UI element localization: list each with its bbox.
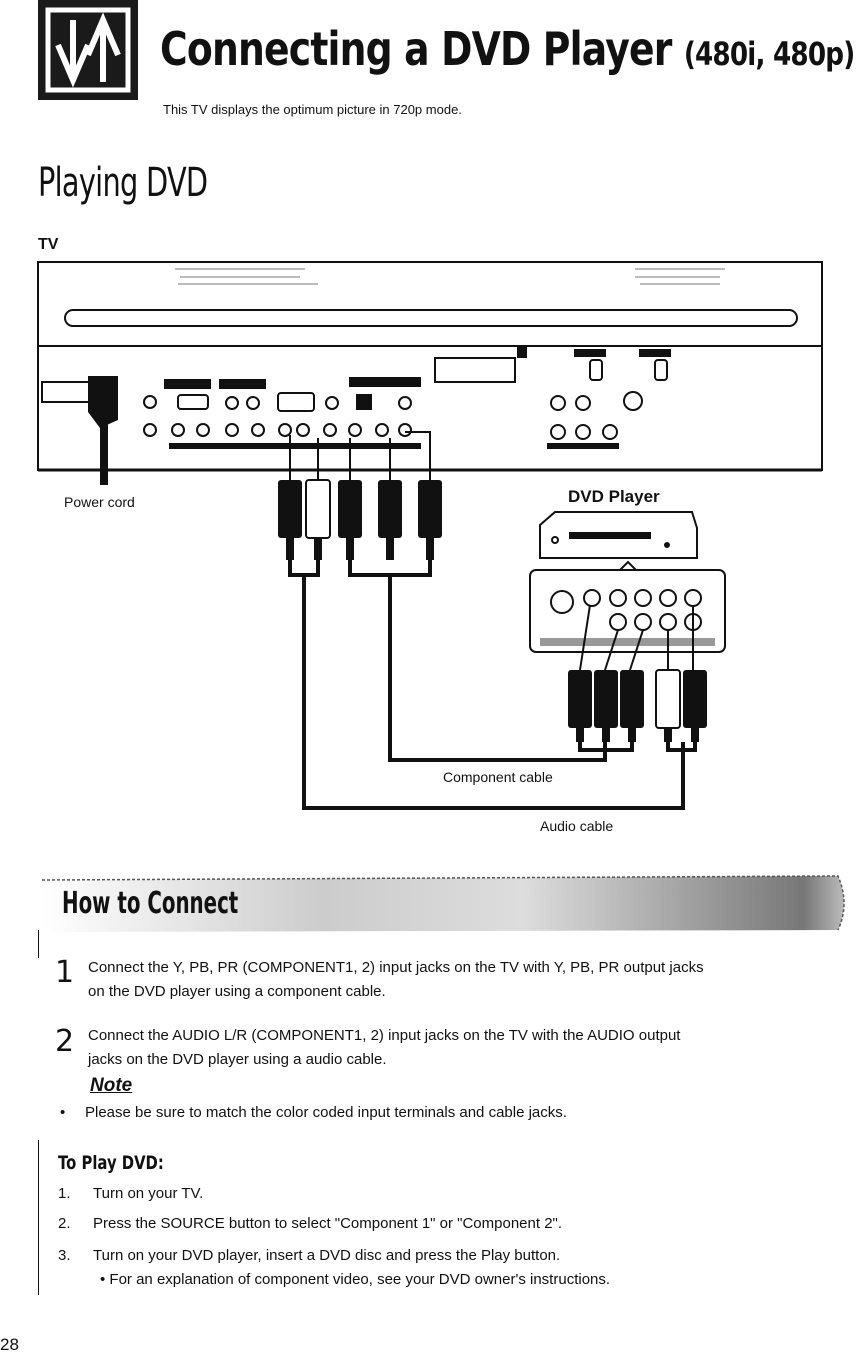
component-cable-label: Component cable [443,769,553,785]
note-title: Note [90,1075,133,1096]
play-step-1-text: Turn on your TV. [93,1185,204,1202]
connection-diagram [37,261,823,810]
page-subtitle: This TV displays the optimum picture in … [163,102,462,117]
cables [288,560,697,810]
play-step-2-number: 2. [58,1215,71,1232]
power-cord-label: Power cord [64,494,135,510]
step-2-line-2: jacks on the DVD player using a audio ca… [88,1051,387,1068]
step-1-text: Connect the Y, PB, PR (COMPONENT1, 2) in… [88,956,828,1004]
play-step-3-text: Turn on your DVD player, insert a DVD di… [93,1247,561,1264]
note-bullet: • [60,1104,66,1121]
tv-side-plugs [278,479,442,560]
play-step-1-number: 1. [58,1185,71,1202]
step-1-number: 1 [55,955,75,990]
page-number: 28 [0,1335,19,1354]
left-rule [38,930,39,958]
step-2-number: 2 [55,1024,75,1059]
page-title-main: Connecting a DVD Player [160,22,672,76]
audio-cable-label: Audio cable [540,818,614,834]
step-1-line-1: Connect the Y, PB, PR (COMPONENT1, 2) in… [88,959,704,976]
dvd-side-plugs [568,669,707,742]
left-rule-lower [38,1140,39,1295]
page-title: Connecting a DVD Player (480i, 480p) [160,22,855,76]
dvd-player [539,511,698,559]
play-step-2-text: Press the SOURCE button to select "Compo… [93,1215,563,1232]
step-1-line-2: on the DVD player using a component cabl… [88,983,386,1000]
play-step-3-number: 3. [58,1247,71,1264]
tv-jacks [143,346,671,449]
play-dvd-title: To Play DVD: [58,1152,164,1174]
step-2-line-1: Connect the AUDIO L/R (COMPONENT1, 2) in… [88,1027,681,1044]
tv-cable-drops [289,431,431,480]
tv-speaker-grille [175,268,725,285]
dvd-back-panel [529,569,726,653]
up-down-arrows-icon [45,7,131,93]
zoom-callout [560,560,710,571]
how-to-connect-title: How to Connect [62,886,239,921]
note-text: Please be sure to match the color coded … [85,1104,567,1121]
play-step-3-subnote: • For an explanation of component video,… [100,1271,611,1288]
dvd-cable-drops [579,604,694,671]
tv-panel [37,261,823,347]
how-to-connect-banner [41,875,845,932]
page-title-sub: (480i, 480p) [683,35,855,73]
step-2-text: Connect the AUDIO L/R (COMPONENT1, 2) in… [88,1024,828,1072]
connection-logo [38,0,138,100]
power-plug [41,376,118,485]
section-title: Playing DVD [38,160,208,206]
tv-label: TV [38,236,59,253]
dvd-player-label: DVD Player [568,487,660,506]
